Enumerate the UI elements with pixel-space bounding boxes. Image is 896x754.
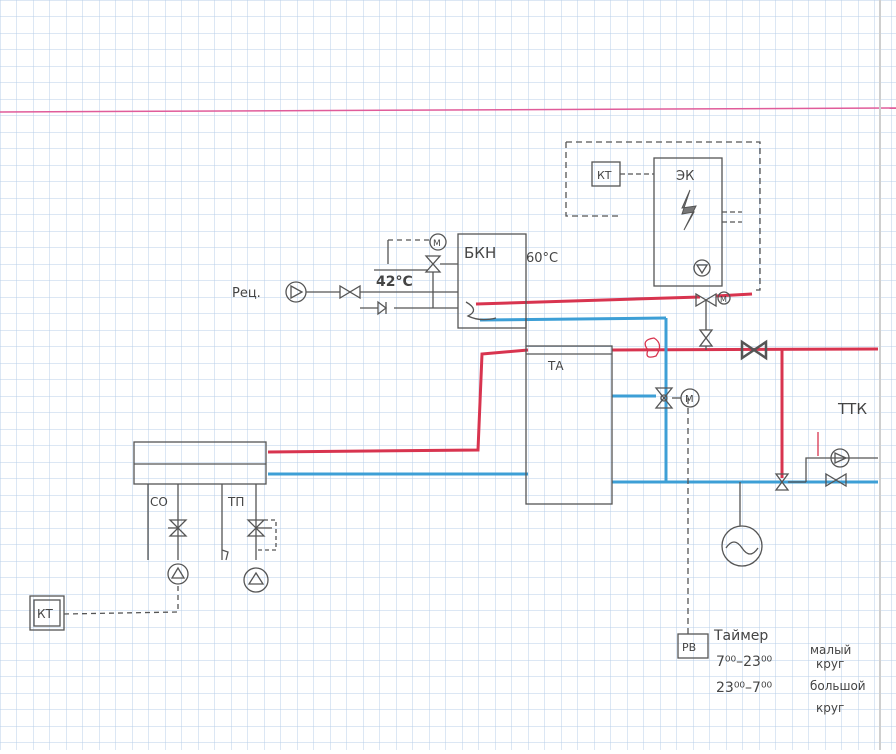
temp-mix-label: 42°C	[376, 274, 413, 290]
ttk-check-valve	[825, 472, 838, 488]
rv-label: РВ	[682, 641, 696, 654]
pencil-sketch	[29, 141, 878, 659]
ek-valve-motor	[717, 291, 731, 305]
ek-control-boundary	[565, 141, 761, 291]
timer-relay-box	[677, 633, 709, 659]
temp-bkn-label: 60°C	[526, 251, 558, 266]
labels: Рец. 42°C БКН 60°C М КТ ЭК М ТА М ТТК СО…	[37, 169, 867, 715]
hot-pipes	[267, 292, 879, 478]
ta-motor-label: М	[685, 394, 694, 405]
lightning-icon	[681, 189, 697, 231]
tp-label: ТП	[227, 495, 244, 509]
so-mixing-valve	[168, 519, 188, 529]
accumulator-tank-ta	[525, 345, 613, 505]
so-label: СО	[150, 495, 168, 509]
cold-bkn-loop	[479, 316, 667, 322]
recirculation-valve	[339, 284, 352, 300]
tp-mixing-valve	[246, 519, 266, 529]
hot-ta-to-ttk	[611, 347, 879, 352]
timer-range-2: 23⁰⁰–7⁰⁰	[716, 680, 773, 696]
ek-motor-label: М	[720, 295, 727, 304]
timer-range-2-note-1: большой	[810, 679, 866, 693]
ek-bypass-valve	[698, 329, 714, 340]
timer-title: Таймер	[713, 628, 768, 644]
recirc-label: Рец.	[232, 286, 261, 301]
dhw-mixing-valve	[424, 255, 442, 265]
timer-range-2-note-2: круг	[816, 701, 844, 715]
timer-range-1-note-2: круг	[816, 657, 844, 671]
hot-bkn-loop	[475, 295, 701, 306]
ttk-pump	[830, 448, 850, 468]
ek-mixing-valve	[695, 292, 708, 308]
kt-bottom-label: КТ	[37, 607, 54, 621]
timer-range-1: 7⁰⁰–23⁰⁰	[716, 654, 773, 670]
bkn-label: БКН	[464, 244, 496, 262]
collector-manifold	[133, 441, 267, 485]
thermostat-signal-line	[63, 584, 179, 615]
ta-mixing-valve	[660, 394, 668, 402]
so-pump	[167, 563, 189, 585]
circulation-pump-main	[721, 525, 763, 567]
room-thermostat-box	[29, 595, 65, 631]
ta-crossing-bow	[644, 337, 661, 358]
ttk-mixing-valve	[774, 473, 790, 484]
kt-top-label: КТ	[597, 169, 612, 182]
ek-pump	[693, 259, 711, 277]
indirect-water-heater-bkn	[457, 233, 527, 329]
ttk-label: ТТК	[837, 400, 867, 418]
tp-pump	[243, 567, 269, 593]
dhw-valve-motor	[429, 233, 447, 251]
margin-line	[0, 107, 896, 113]
dhw-motor-label: М	[433, 239, 441, 249]
ta-label: ТА	[547, 359, 564, 373]
ek-label: ЭК	[676, 169, 694, 184]
timer-range-1-note-1: малый	[810, 643, 851, 657]
main-shutoff-valve	[740, 339, 757, 361]
hot-bkn-to-ek	[715, 292, 753, 298]
hot-supply-to-collector	[267, 348, 529, 454]
